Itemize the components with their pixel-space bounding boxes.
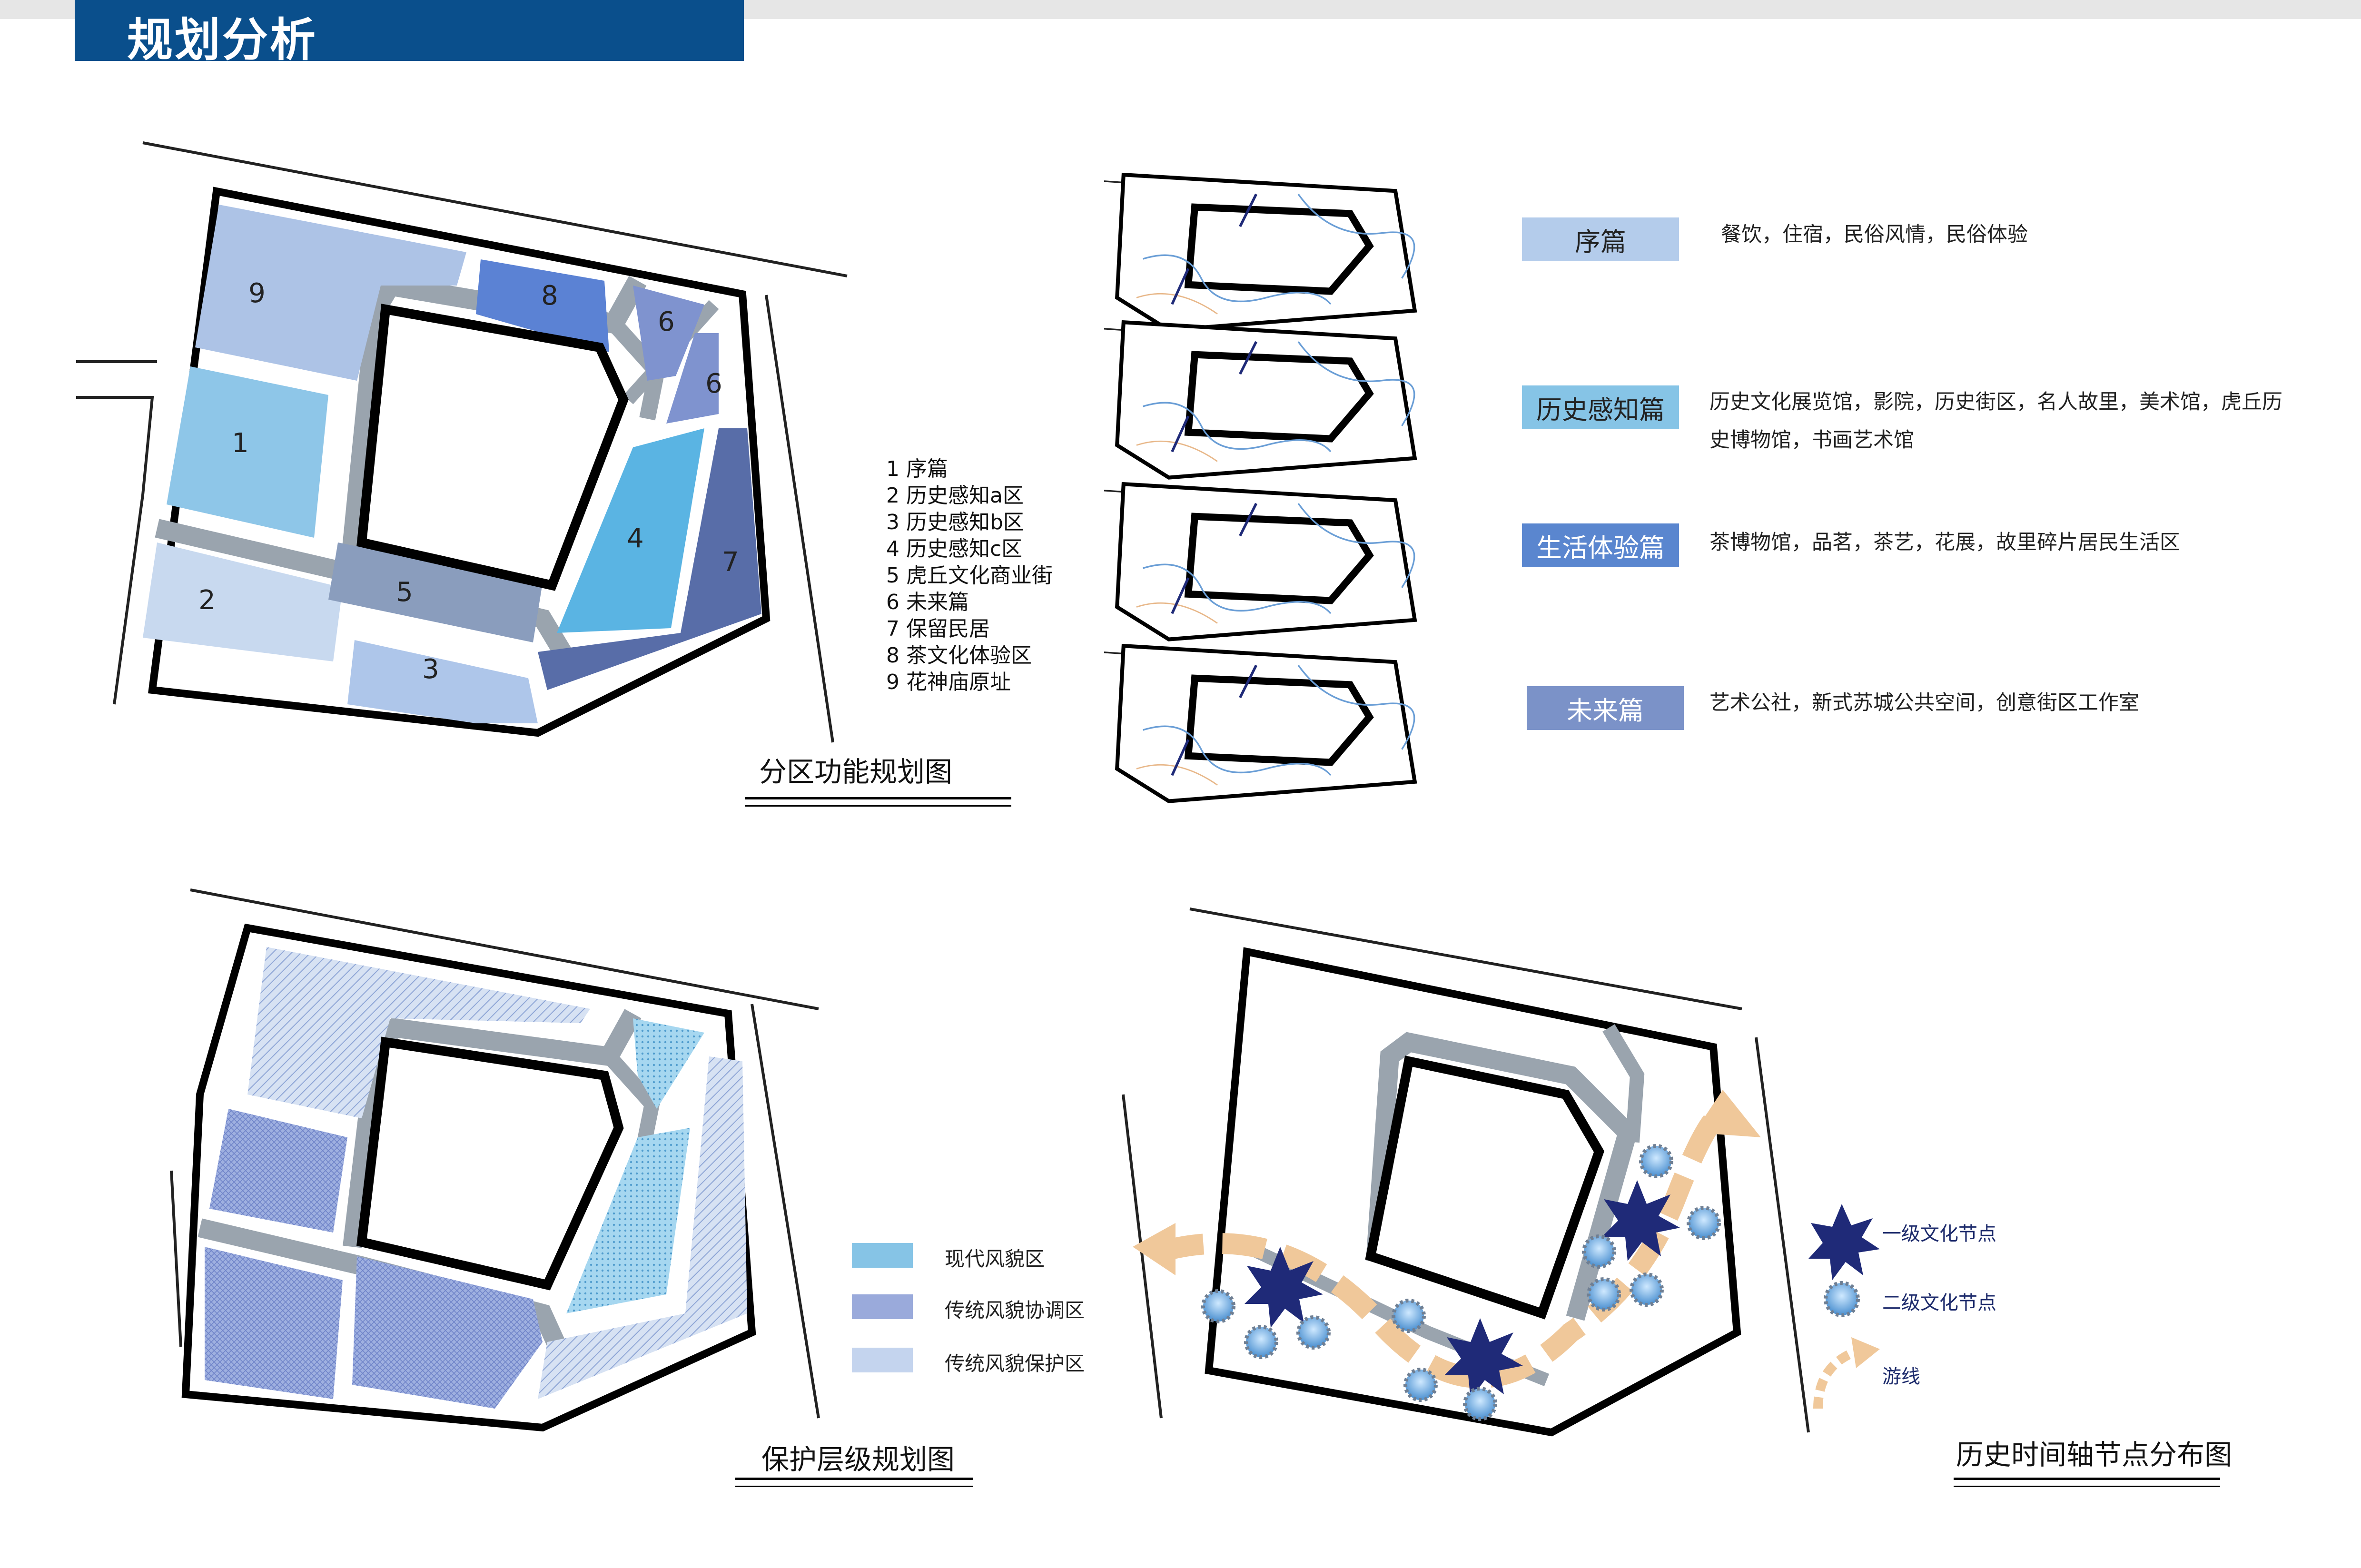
legend-label-modern: 现代风貌区 xyxy=(945,1247,1045,1271)
timeline-map xyxy=(1122,907,1880,1437)
protection-map-caption: 保护层级规划图 xyxy=(761,1443,955,1476)
zone-num-2: 2 xyxy=(198,585,216,616)
chapter-label-life: 生活体验篇 xyxy=(1522,523,1679,567)
zone-num-3: 3 xyxy=(422,654,439,685)
timeline-map-caption: 历史时间轴节点分布图 xyxy=(1956,1439,2233,1471)
chapter-desc-life: 茶博物馆，品茗，茶艺，花展，故里碎片居民生活区 xyxy=(1709,531,2180,554)
zone-num-6b: 6 xyxy=(705,368,722,399)
chapter-thumbnails xyxy=(1104,172,1417,803)
legend-label-primary-node: 一级文化节点 xyxy=(1882,1223,1996,1245)
chapter-label-history: 历史感知篇 xyxy=(1522,385,1679,429)
legend-label-protection: 传统风貌保护区 xyxy=(945,1352,1085,1375)
zoning-legend-item: 7 保留民居 xyxy=(886,617,990,641)
zoning-map: 9 1 2 3 4 5 6 6 7 8 xyxy=(76,141,848,743)
zone-num-1: 1 xyxy=(232,428,249,459)
chapter-desc-history: 历史文化展览馆，影院，历史街区，名人故里，美术馆，虎丘历史博物馆，书画艺术馆 xyxy=(1709,390,2282,452)
zoning-legend-item: 5 虎丘文化商业街 xyxy=(886,563,1053,588)
chapter-label-future: 未来篇 xyxy=(1527,686,1684,730)
star-icon xyxy=(1245,1180,1680,1399)
zoning-legend-item: 8 茶文化体验区 xyxy=(886,643,1032,668)
zone-num-8: 8 xyxy=(541,280,558,311)
caption-underline xyxy=(1954,1478,2220,1480)
zone-num-5: 5 xyxy=(396,577,413,608)
page-title: 规划分析 xyxy=(127,13,317,67)
zoning-legend-item: 6 未来篇 xyxy=(886,590,969,614)
caption-underline xyxy=(1954,1486,2220,1487)
legend-star-icon xyxy=(1808,1204,1880,1280)
zoning-legend-item: 1 序篇 xyxy=(886,457,948,481)
zone-num-7: 7 xyxy=(722,547,739,578)
caption-underline xyxy=(745,797,1011,799)
caption-underline xyxy=(745,805,1011,807)
zoning-map-caption: 分区功能规划图 xyxy=(759,756,953,788)
legend-label-secondary-node: 二级文化节点 xyxy=(1882,1292,1996,1314)
chapter-desc-prologue: 餐饮，住宿，民俗风情，民俗体验 xyxy=(1721,223,2028,247)
route-line xyxy=(1158,1103,1726,1389)
zoning-legend-item: 4 历史感知c区 xyxy=(886,537,1023,561)
route-arrowhead-left xyxy=(1133,1223,1176,1275)
header-bar: 规划分析 xyxy=(75,0,744,67)
zoning-legend-item: 9 花神庙原址 xyxy=(886,670,1011,694)
zoning-legend: 1 序篇 2 历史感知a区 3 历史感知b区 4 历史感知c区 5 虎丘文化商业… xyxy=(886,456,1053,696)
legend-label-route: 游线 xyxy=(1882,1366,1920,1388)
chapter-label-prologue: 序篇 xyxy=(1522,217,1679,261)
legend-route-icon xyxy=(1813,1347,1858,1409)
legend-swatch-coordination xyxy=(852,1294,913,1319)
route-arrowhead-right xyxy=(1694,1090,1761,1137)
zone-num-6a: 6 xyxy=(658,306,675,337)
zoning-legend-item: 2 历史感知a区 xyxy=(886,483,1024,508)
chapter-desc-future: 艺术公社，新式苏城公共空间，创意街区工作室 xyxy=(1709,691,2139,715)
gear-circle-icon xyxy=(1201,1144,1721,1421)
zone-num-4: 4 xyxy=(627,523,644,554)
protection-map xyxy=(170,888,820,1432)
legend-node-icon xyxy=(1824,1281,1860,1317)
caption-underline xyxy=(735,1478,973,1480)
zone-num-9: 9 xyxy=(248,278,266,309)
zoning-legend-item: 3 历史感知b区 xyxy=(886,510,1024,534)
legend-swatch-protection xyxy=(852,1348,913,1372)
caption-underline xyxy=(735,1486,973,1487)
legend-label-coordination: 传统风貌协调区 xyxy=(945,1299,1085,1322)
legend-swatch-modern xyxy=(852,1243,913,1268)
